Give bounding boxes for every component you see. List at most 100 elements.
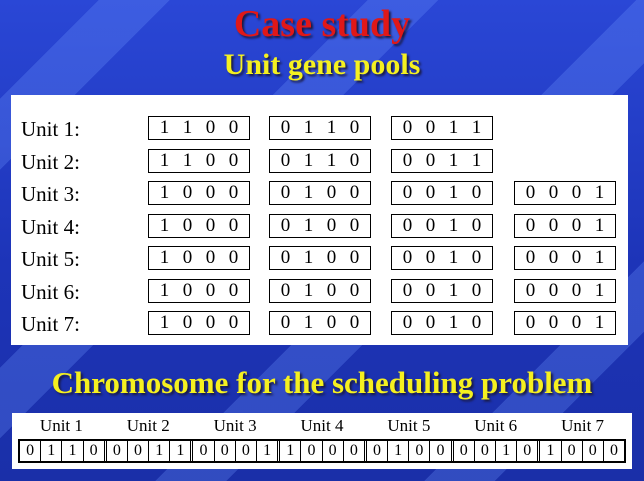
- gene-bit: 0: [425, 182, 436, 203]
- chromosome-bit: 0: [126, 441, 148, 461]
- gene-bit: 0: [280, 214, 291, 236]
- gene-bit: 1: [448, 279, 459, 301]
- gene-bit: 0: [571, 247, 582, 268]
- chromosome-bit: 0: [26, 442, 35, 459]
- gene-bit: 0: [326, 214, 337, 236]
- gene-bit: 0: [205, 117, 216, 138]
- gene-bit: 1: [159, 214, 170, 236]
- gene-bit: 0: [525, 247, 536, 268]
- gene-bit: 0: [228, 149, 239, 171]
- chromosome-bit: 1: [546, 442, 555, 459]
- gene-bit: 0: [571, 182, 582, 203]
- gene-bit: 0: [280, 117, 291, 138]
- gene-bit: 0: [548, 312, 559, 333]
- gene-bit: 0: [402, 247, 413, 268]
- gene-bit: 1: [303, 279, 314, 301]
- gene-bit: 0: [326, 312, 337, 333]
- chromosome-bit: 0: [560, 441, 582, 461]
- gene-bit: 1: [303, 312, 314, 333]
- gene-bit: 0: [182, 214, 193, 236]
- gene-bit: 0: [205, 214, 216, 236]
- gene-bit: 1: [159, 247, 170, 268]
- chromosome-unit-label: Unit 2: [126, 416, 170, 435]
- gene-bit: 0: [228, 117, 239, 138]
- gene-bit: 0: [280, 182, 291, 203]
- gene-bit: 1: [594, 279, 605, 301]
- gene-bit: 0: [571, 279, 582, 301]
- gene-bit: 0: [402, 279, 413, 301]
- gene-bit: 1: [159, 149, 170, 171]
- gene-bit: 1: [159, 117, 170, 138]
- gene-bit: 0: [228, 214, 239, 236]
- chromosome-bit: 0: [234, 441, 256, 461]
- gene-bit: 0: [471, 312, 482, 333]
- gene-bit: 0: [548, 182, 559, 203]
- chromosome-bit: 0: [581, 441, 603, 461]
- gene-bit: 0: [349, 312, 360, 333]
- chromosome-bit: 0: [459, 442, 468, 459]
- gene-bit: 0: [402, 149, 413, 171]
- gene-bit: 1: [448, 312, 459, 333]
- gene-bit: 0: [471, 247, 482, 268]
- chromosome-bit: 0: [372, 442, 381, 459]
- chromosome-bit: 0: [82, 441, 104, 461]
- gene-bit: 0: [326, 182, 337, 203]
- gene-bit: 0: [280, 312, 291, 333]
- chromosome-bit: 1: [256, 441, 277, 461]
- gene-bit: 0: [280, 149, 291, 171]
- chromosome-unit-label: Unit 1: [39, 416, 83, 435]
- chromosome-bit: 0: [473, 441, 495, 461]
- gene-bit: 0: [349, 149, 360, 171]
- chromosome-bit: 0: [408, 441, 429, 461]
- gene-bit: 0: [280, 247, 291, 268]
- gene-bit: 0: [326, 247, 337, 268]
- chromosome-unit-label: Unit 4: [300, 416, 344, 435]
- chromosome-bit: 0: [213, 441, 235, 461]
- gene-bit: 0: [425, 214, 436, 236]
- gene-bit: 0: [205, 182, 216, 203]
- gene-bit: 0: [471, 214, 482, 236]
- unit-label: Unit 5:: [21, 247, 80, 271]
- gene-bit: 0: [402, 214, 413, 236]
- gene-bit: 0: [548, 247, 559, 268]
- gene-bit: 0: [228, 279, 239, 301]
- unit-label: Unit 7:: [21, 312, 80, 336]
- gene-bit: 1: [448, 149, 459, 171]
- slide-title: Case study: [233, 3, 411, 45]
- chromosome-bit: 0: [342, 441, 364, 461]
- slide-subtitle: Unit gene pools: [223, 48, 421, 81]
- gene-bit: 1: [182, 117, 193, 138]
- gene-bit: 1: [303, 214, 314, 236]
- chromosome-bit: 0: [429, 441, 450, 461]
- chromosome-bit: 0: [112, 442, 121, 459]
- unit-label: Unit 2:: [21, 149, 80, 174]
- unit-label: Unit 6:: [21, 279, 80, 304]
- gene-bit: 0: [182, 279, 193, 301]
- gene-bit: 0: [425, 117, 436, 138]
- gene-bit: 1: [594, 312, 605, 333]
- gene-bit: 0: [402, 312, 413, 333]
- chromosome-bit: 1: [61, 441, 82, 461]
- gene-bit: 0: [548, 279, 559, 301]
